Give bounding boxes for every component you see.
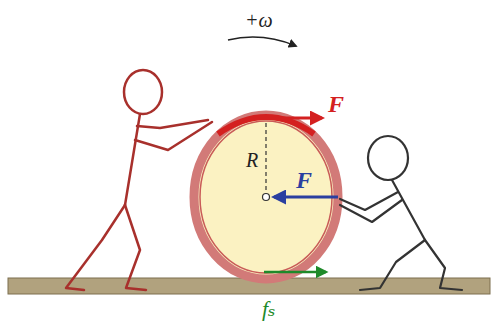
radius-label: R (246, 150, 258, 170)
radius-line (265, 120, 266, 197)
rotation-arrow (228, 37, 296, 46)
friction-label: fₛ (262, 298, 276, 320)
force-label: F (296, 168, 312, 192)
right-person (340, 136, 462, 290)
force-arrow (274, 196, 338, 199)
friction-arrow (264, 271, 326, 274)
axle (263, 194, 270, 201)
wheel (194, 115, 338, 279)
left-person (66, 70, 212, 290)
force-arrow (262, 117, 322, 120)
force-label: F (328, 92, 344, 116)
rotation-label: +ω (245, 10, 273, 30)
